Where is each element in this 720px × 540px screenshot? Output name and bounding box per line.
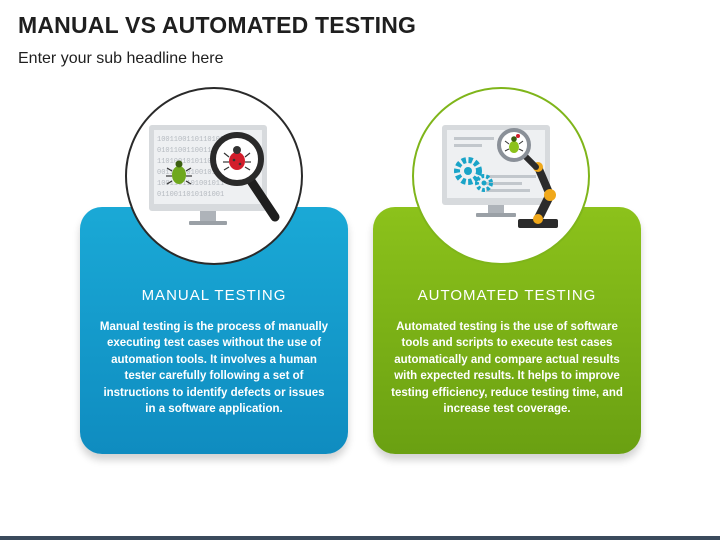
svg-text:0110011010101001: 0110011010101001 <box>157 191 224 199</box>
automated-testing-heading: AUTOMATED TESTING <box>417 287 597 304</box>
monitor-neck <box>200 211 216 221</box>
svg-text:0011011010010101: 0011011010010101 <box>157 169 224 177</box>
green-bug-icon <box>504 134 524 153</box>
automated-testing-icon-circle <box>412 87 590 265</box>
svg-text:0101100110011011: 0101100110011011 <box>157 147 224 155</box>
page-subtitle: Enter your sub headline here <box>18 50 224 67</box>
manual-testing-description: Manual testing is the process of manuall… <box>99 321 329 416</box>
red-bug-icon <box>223 146 251 171</box>
monitor-neck <box>488 205 504 213</box>
svg-text:1101001010110011: 1101001010110011 <box>157 158 224 166</box>
monitor-stand <box>189 221 227 225</box>
monitor-magnifier-bug-icon: 1001100110110100 0101100110011011 110100… <box>149 125 280 225</box>
page-title: MANUAL VS AUTOMATED TESTING <box>18 12 417 38</box>
monitor-stand <box>476 213 516 217</box>
automated-testing-description: Automated testing is the use of software… <box>391 321 623 416</box>
manual-testing-heading: MANUAL TESTING <box>141 287 287 304</box>
footer-bar <box>0 536 720 540</box>
manual-testing-icon-circle: 1001100110110100 0101100110011011 110100… <box>125 87 303 265</box>
gears-icon <box>454 157 493 192</box>
monitor-gears-robot-arm-icon <box>442 125 558 228</box>
svg-text:1001100110110100: 1001100110110100 <box>157 136 224 144</box>
green-bug-icon <box>166 160 192 185</box>
robot-arm-icon <box>518 162 558 228</box>
